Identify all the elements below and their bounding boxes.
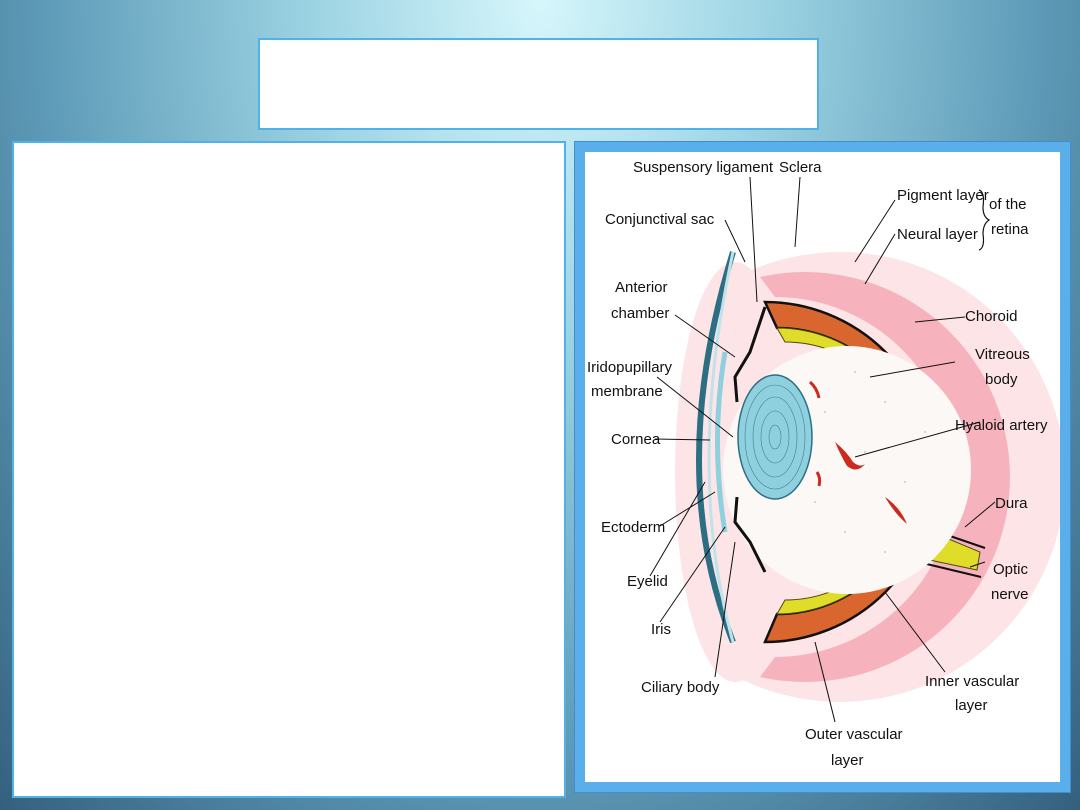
- iris-lower: [733, 496, 767, 573]
- label-dura: Dura: [995, 495, 1028, 512]
- label-ectoderm: Ectoderm: [601, 519, 665, 536]
- vessel-fragment: [808, 380, 821, 399]
- label-neural-layer: Neural layer: [897, 226, 978, 243]
- label-sclera: Sclera: [779, 159, 822, 176]
- retina-brace: [978, 189, 991, 251]
- slide-title-box[interactable]: [258, 38, 819, 130]
- figure-frame: Suspensory ligament Sclera Pigment layer…: [574, 141, 1071, 793]
- eyelid-inner: [707, 251, 735, 643]
- vessel-fragment: [815, 471, 822, 487]
- label-inner-vascular-layer: layer: [955, 697, 988, 714]
- eye-diagram-canvas: Suspensory ligament Sclera Pigment layer…: [585, 152, 1060, 782]
- label-choroid: Choroid: [965, 308, 1018, 325]
- slide-text-panel[interactable]: [12, 141, 566, 798]
- label-hyaloid-artery: Hyaloid artery: [955, 417, 1048, 434]
- label-iridopupillary: Iridopupillary: [587, 359, 673, 376]
- label-nerve: nerve: [991, 586, 1029, 603]
- label-inner-vascular: Inner vascular: [925, 673, 1019, 690]
- label-eyelid: Eyelid: [627, 573, 668, 590]
- label-body: body: [985, 371, 1018, 388]
- label-membrane: membrane: [591, 383, 663, 400]
- label-suspensory-ligament: Suspensory ligament: [633, 159, 774, 176]
- label-pigment-layer: Pigment layer: [897, 187, 989, 204]
- label-conjunctival-sac: Conjunctival sac: [605, 211, 715, 228]
- lens: [737, 374, 813, 500]
- cornea: [715, 351, 728, 533]
- label-vitreous: Vitreous: [975, 346, 1030, 363]
- label-outer-vascular: Outer vascular: [805, 726, 903, 743]
- label-ciliary-body: Ciliary body: [641, 679, 720, 696]
- iris-upper: [733, 306, 767, 403]
- vitreous-speckles: [814, 371, 926, 553]
- label-of-the: of the: [989, 196, 1027, 213]
- label-cornea: Cornea: [611, 431, 661, 448]
- leader-lines: [649, 176, 996, 723]
- eye-diagram: Suspensory ligament Sclera Pigment layer…: [587, 159, 1060, 769]
- label-optic: Optic: [993, 561, 1029, 578]
- label-retina: retina: [991, 221, 1029, 238]
- label-iris: Iris: [651, 621, 671, 638]
- hyaloid-branch: [885, 497, 907, 524]
- hyaloid-artery: [835, 442, 865, 470]
- lens-fibers: [744, 384, 806, 490]
- eyelid-outer: [696, 251, 736, 644]
- label-outer-vascular-layer: layer: [831, 752, 864, 769]
- sclera-band: [760, 272, 1010, 682]
- label-chamber: chamber: [611, 305, 669, 322]
- label-anterior: Anterior: [615, 279, 668, 296]
